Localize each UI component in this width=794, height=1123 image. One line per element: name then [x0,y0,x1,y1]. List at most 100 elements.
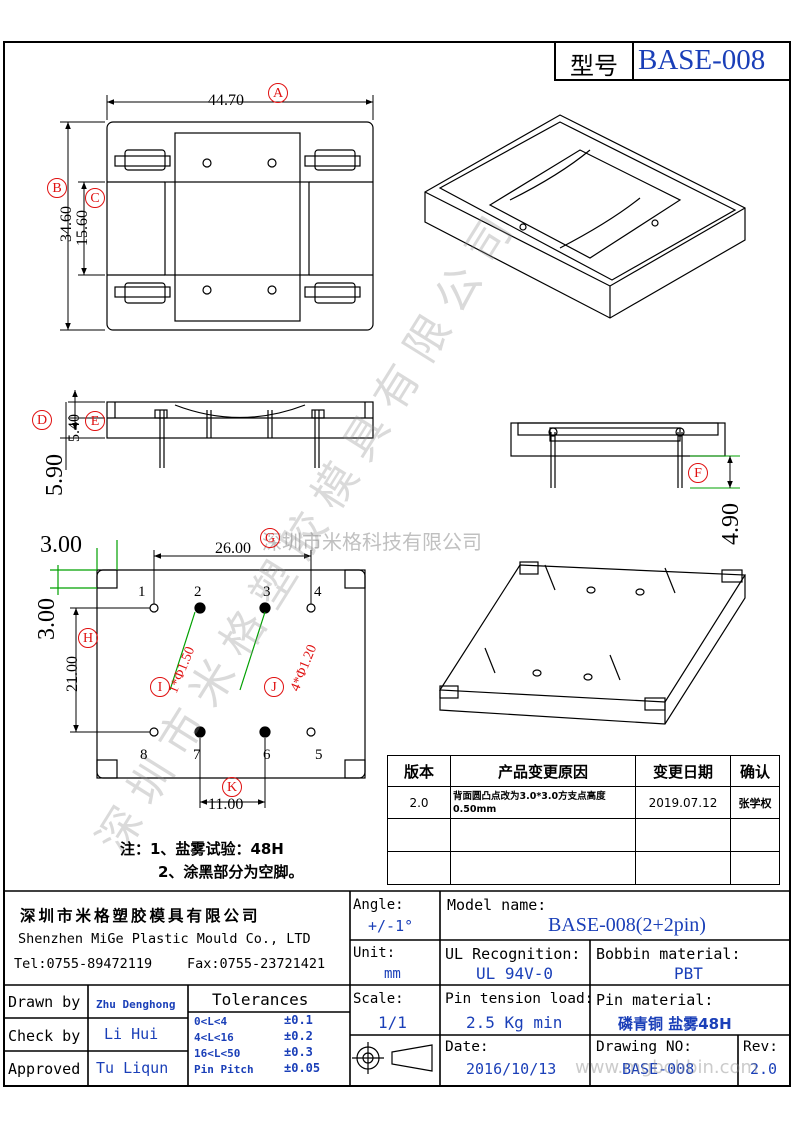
drawn-label: Drawn by [8,993,81,1011]
dim-pitch-x: 26.00 [215,540,251,557]
model-name-value: BASE-008(2+2pin) [548,914,706,936]
marker-d: D [32,410,52,430]
marker-b: B [47,178,67,198]
drawing-no-label: Drawing NO: [596,1039,693,1055]
pin-label: 4 [314,584,322,600]
pin-label: 5 [315,747,323,763]
front-view [106,401,374,468]
date-label: Date: [445,1039,489,1055]
dim-top-width: 44.70 [208,92,244,109]
ul-value: UL 94V-0 [476,964,554,983]
iso-top-view [424,114,746,319]
iso-bottom-view [438,561,747,725]
note-line-1: 注：1、盐雾试验：48H [120,840,284,858]
projection-symbol-icon [352,1042,433,1074]
dim-pin-length: 4.90 [718,503,744,545]
tolerances-label: Tolerances [212,990,309,1009]
pin-tension-value: 2.5 Kg min [466,1013,563,1032]
dim-pitch-k: 11.00 [208,796,244,813]
pin-label: 7 [193,747,201,763]
dim-side-h2: 5.90 [42,454,68,496]
rev-date: 2019.07.12 [635,786,731,819]
rev-label: Rev: [743,1039,778,1055]
rev-version: 2.0 [387,786,451,819]
table-row [387,851,780,885]
tolerance-value: ±0.3 [284,1045,313,1059]
scale-label: Scale: [353,991,404,1007]
check-label: Check by [8,1027,81,1045]
approved-value: Tu Liqun [96,1059,169,1077]
note-line-2: 2、涂黑部分为空脚。 [158,863,304,881]
dim-side-h1: 5.40 [66,414,83,442]
rev-version [387,818,451,852]
drawn-value: Zhu Denghong [96,998,176,1011]
tolerance-range: 0<L<4 [194,1015,228,1028]
rev-reason [450,851,636,885]
pin-label: 1 [138,584,146,600]
tolerance-value: ±0.05 [284,1061,321,1075]
pin-label: 8 [140,747,148,763]
marker-k: K [222,777,242,797]
pin-label: 6 [263,747,271,763]
check-value: Li Hui [104,1025,159,1043]
watermark-url: www.mgbobbin.com [575,1057,759,1078]
rev-col-version: 版本 [387,755,451,787]
dim-top-inner: 15.60 [74,210,91,246]
company-name-en: Shenzhen MiGe Plastic Mould Co., LTD [18,931,311,947]
pin-material-value: 磷青铜 盐雾48H [618,1015,732,1033]
rev-confirm [730,851,780,885]
sheet-border [3,41,791,1087]
rev-value: 2.0 [750,1060,778,1078]
marker-a: A [268,83,288,103]
rev-col-date: 变更日期 [635,755,731,787]
model-name-label: Model name: [447,896,547,914]
pin-tension-label: Pin tension load: [445,991,594,1007]
pin-label: 3 [263,584,271,600]
approved-label: Approved [8,1060,81,1078]
angle-label: Angle: [353,897,404,913]
table-row: 2.0 背面圆凸点改为3.0*3.0方支点高度0.50mm 2019.07.12… [387,786,780,819]
bobbin-label: Bobbin material: [596,945,741,963]
pin-material-label: Pin material: [596,991,714,1009]
rev-confirm [730,818,780,852]
pin-holes [149,602,316,738]
title-block-grid [4,890,790,1086]
rev-reason: 背面圆凸点改为3.0*3.0方支点高度0.50mm [450,786,636,819]
rev-confirm: 张学权 [730,786,780,819]
dim-margin-y: 3.00 [34,598,60,640]
top-view [106,121,374,331]
scale-value: 1/1 [378,1013,407,1032]
revision-header-row: 版本 产品变更原因 变更日期 确认 [387,755,780,787]
marker-i: I [150,677,170,697]
company-fax: Fax:0755-23721421 [187,956,326,972]
side-view [510,422,726,488]
model-value: BASE-008 [638,44,766,76]
angle-value: +/-1° [368,917,414,935]
marker-j: J [264,677,284,697]
model-header-box [554,41,791,81]
drawing-no-value: BASE-008 [622,1060,695,1078]
tolerance-range: 4<L<16 [194,1031,234,1044]
rev-date [635,851,731,885]
company-tel: Tel:0755-89472119 [14,956,153,972]
tolerance-value: ±0.1 [284,1013,313,1027]
marker-g: G [260,528,280,548]
rev-reason [450,818,636,852]
ul-label: UL Recognition: [445,945,581,963]
pin-label: 2 [194,584,202,600]
marker-f: F [688,463,708,483]
tolerance-value: ±0.2 [284,1029,313,1043]
marker-c: C [85,188,105,208]
rev-col-confirm: 确认 [730,755,780,787]
marker-h: H [78,628,98,648]
bobbin-value: PBT [674,964,703,983]
rev-date [635,818,731,852]
dim-pitch-y: 21.00 [64,656,81,692]
date-value: 2016/10/13 [466,1060,557,1078]
model-label: 型号 [570,54,618,80]
tolerance-range: Pin Pitch [194,1063,254,1076]
unit-value: mm [384,966,401,982]
watermark-company-2: 深圳市米格科技有限公司 [262,530,482,554]
rev-col-reason: 产品变更原因 [450,755,636,787]
